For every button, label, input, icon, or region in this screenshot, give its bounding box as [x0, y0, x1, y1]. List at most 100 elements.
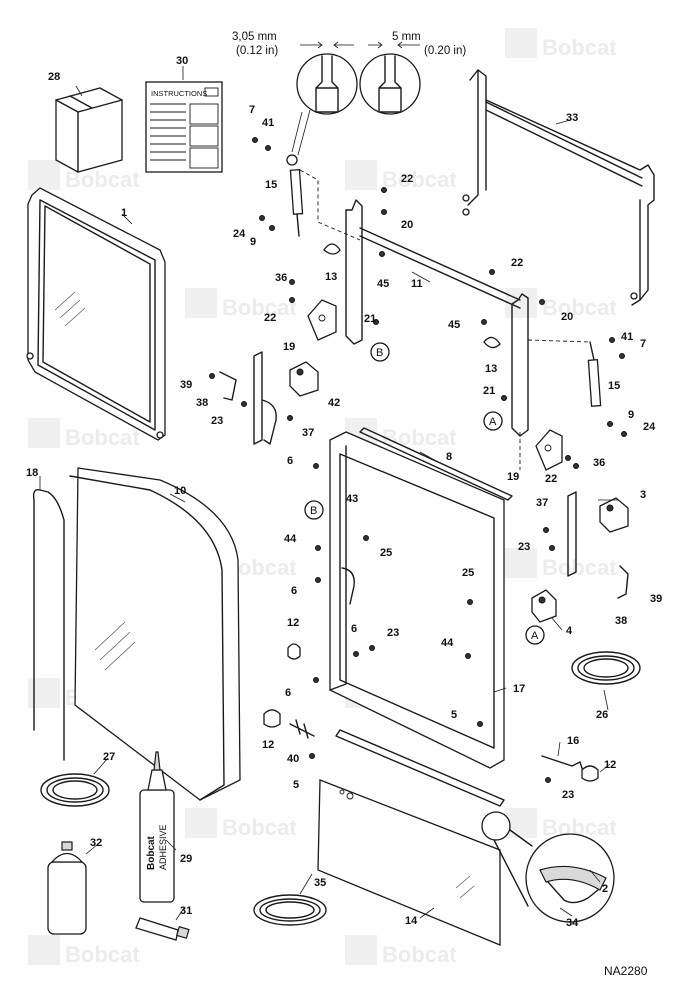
part-bracket-16 [541, 755, 585, 775]
reference-marker-a-upper: A [483, 411, 503, 431]
callout-9a: 9 [250, 236, 256, 248]
part-seal-roll-35 [253, 894, 327, 926]
svg-text:B: B [376, 347, 383, 359]
callout-11: 11 [411, 278, 423, 290]
callout-37a: 37 [302, 427, 314, 439]
part-bumper-13-left [323, 243, 341, 255]
callout-30: 30 [176, 55, 188, 67]
leader-lines [39, 66, 618, 921]
callout-37b: 37 [536, 497, 548, 509]
instructions-label: INSTRUCTIONS [151, 89, 207, 98]
callout-23b: 23 [518, 541, 530, 553]
reference-marker-b-lower: B [304, 500, 324, 520]
svg-text:Bobcat: Bobcat [542, 295, 617, 320]
callout-5a: 5 [451, 709, 457, 721]
part-frame-33 [462, 69, 655, 306]
part-spray-can [47, 841, 87, 935]
callout-13a: 13 [325, 271, 337, 283]
callout-12a: 12 [287, 617, 299, 629]
callout-12c: 12 [604, 759, 616, 771]
callout-40: 40 [287, 753, 299, 765]
dimension-left-imperial: (0.12 in) [236, 45, 278, 57]
watermark: Bobcat [185, 808, 297, 840]
detail-circle-right [359, 53, 421, 115]
part-gas-spring-right [587, 341, 602, 407]
callout-22a: 22 [401, 173, 413, 185]
watermark: Bobcat [28, 935, 140, 967]
part-handle-37-right [567, 491, 577, 577]
detail-circle-left [296, 53, 358, 115]
dimension-left-value: 3,05 mm [232, 31, 277, 43]
callout-19b: 19 [507, 471, 519, 483]
part-rear-window [26, 187, 166, 441]
reference-marker-a-lower: A [525, 625, 545, 645]
callout-10: 10 [174, 485, 186, 497]
part-button-12b [263, 709, 281, 728]
callout-15a: 15 [265, 179, 277, 191]
callout-33: 33 [566, 112, 578, 124]
callout-39b: 39 [650, 593, 662, 605]
callout-29: 29 [180, 853, 192, 865]
dimension-detail: 3,05 mm (0.12 in) 5 mm (0.20 in) [232, 31, 466, 156]
callout-36a: 36 [275, 272, 287, 284]
watermark: Bobcat [28, 418, 140, 450]
callout-32: 32 [90, 837, 102, 849]
svg-text:Bobcat: Bobcat [542, 555, 617, 580]
fasteners [209, 137, 627, 783]
svg-text:Bobcat: Bobcat [65, 425, 140, 450]
callout-16: 16 [567, 735, 579, 747]
svg-text:Bobcat: Bobcat [382, 942, 457, 967]
svg-text:B: B [310, 505, 317, 517]
callout-6b: 6 [291, 585, 297, 597]
callout-24a: 24 [233, 228, 246, 240]
svg-text:Bobcat: Bobcat [382, 425, 457, 450]
callout-23d: 23 [562, 789, 574, 801]
callout-45a: 45 [377, 278, 389, 290]
callout-43: 43 [346, 493, 358, 505]
part-seal-strip-8 [359, 427, 513, 501]
callout-20a: 20 [401, 219, 413, 231]
part-latch-42 [289, 361, 319, 397]
callout-14: 14 [405, 915, 418, 927]
drawing-number: NA2280 [604, 964, 648, 978]
part-latch-4 [531, 589, 557, 623]
part-lever-38-right [617, 565, 629, 599]
callout-22b: 22 [511, 257, 523, 269]
callout-26: 26 [596, 709, 608, 721]
callout-24b: 24 [643, 421, 656, 433]
callout-3: 3 [640, 489, 646, 501]
callout-41b: 41 [621, 331, 633, 343]
dimension-right-value: 5 mm [392, 31, 421, 43]
svg-text:Bobcat: Bobcat [65, 942, 140, 967]
seal-detail [481, 811, 615, 923]
watermark: Bobcat [185, 288, 297, 320]
watermark: Bobcat [505, 28, 617, 60]
callout-7a: 7 [249, 104, 255, 116]
callout-25b: 25 [462, 567, 474, 579]
svg-text:A: A [531, 630, 539, 642]
part-seal-18 [32, 489, 65, 761]
callout-23c: 23 [387, 627, 399, 639]
callout-28: 28 [48, 71, 60, 83]
callout-19a: 19 [283, 341, 295, 353]
watermark: Bobcat [505, 548, 617, 580]
svg-text:Bobcat: Bobcat [222, 815, 297, 840]
callout-8: 8 [446, 451, 452, 463]
callout-15b: 15 [608, 380, 620, 392]
callout-44b: 44 [441, 637, 454, 649]
dimension-right-imperial: (0.20 in) [424, 45, 466, 57]
callout-34: 34 [566, 917, 579, 929]
part-hinge-plate-19-left [307, 299, 337, 341]
callout-7b: 7 [640, 338, 646, 350]
adhesive-label: ADHESIVE [158, 824, 168, 870]
part-door-frame [329, 431, 505, 769]
watermark: Bobcat [345, 935, 457, 967]
callouts: 28 30 1 7 41 15 24 9 22 20 13 45 11 33 2… [26, 55, 662, 929]
callout-44a: 44 [284, 533, 297, 545]
part-button-12c [581, 765, 599, 782]
callout-9b: 9 [628, 409, 634, 421]
part-frame-11 [299, 169, 591, 470]
callout-12b: 12 [262, 739, 274, 751]
callout-13b: 13 [485, 363, 497, 375]
